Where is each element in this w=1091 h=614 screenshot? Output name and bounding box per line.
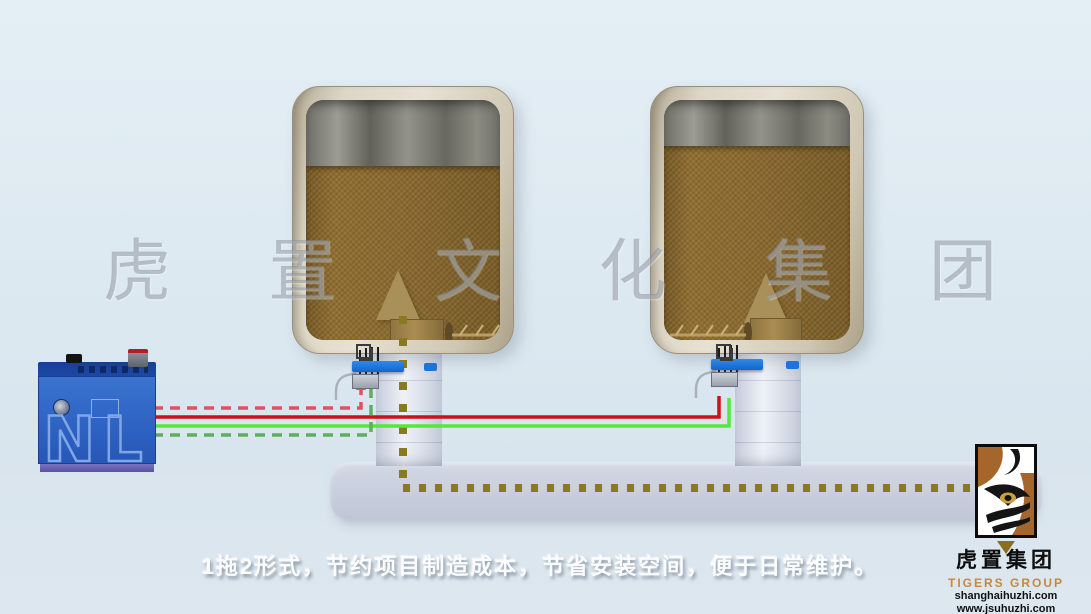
green-solid-line	[153, 398, 731, 428]
tank2-interior	[664, 100, 850, 340]
logo-pointer-icon	[997, 541, 1015, 554]
red-dashed-line	[153, 390, 363, 410]
logo-company-name-en: TIGERS GROUP	[948, 576, 1065, 590]
watermark-char: 团	[928, 233, 997, 312]
tank1-blue-valve-bar	[352, 361, 404, 372]
storage-tank-1	[292, 86, 514, 354]
tank1-headspace	[306, 100, 500, 166]
tank2-auger-icon	[670, 324, 746, 337]
tank1-outlet-sensor-icon	[356, 344, 371, 359]
floor-duct	[330, 462, 1042, 520]
logo-company-name-cn: 虎置集团	[956, 549, 1056, 572]
tank2-blue-valve-bar	[711, 359, 763, 370]
logo-domain-1: shanghaihuzhi.com	[954, 590, 1058, 602]
machine-vents	[78, 366, 148, 373]
watermark-char: 虎	[103, 233, 172, 312]
machine-gauge-icon	[53, 399, 70, 416]
tank2-proportioning-valve	[711, 372, 738, 387]
caption-text: 1拖2形式，节约项目制造成本，节省安装空间，便于日常维护。	[201, 554, 879, 579]
tank1-cone	[376, 270, 420, 320]
watermark-char: 化	[598, 233, 667, 312]
tank1-blue-stub	[424, 363, 437, 371]
machine-valve-icon	[128, 349, 148, 367]
logo-domain-2: www.jsuhuzhi.com	[956, 603, 1056, 614]
machine-base-strip	[40, 464, 154, 472]
nl-dryer-unit: NL	[38, 349, 156, 477]
tank2-headspace	[664, 100, 850, 146]
watermark-char: 文	[433, 233, 502, 312]
machine-body: NL	[38, 376, 156, 477]
tank1-auger-blade	[445, 322, 453, 340]
tank1-hook-tube-icon	[334, 372, 357, 400]
tank2-blue-stub	[786, 361, 799, 369]
watermark: 虎 置 文 化 集 团	[103, 234, 997, 312]
watermark-char: 置	[268, 233, 337, 312]
tank1-interior	[306, 100, 500, 340]
tank1-proportioning-valve	[352, 374, 379, 389]
tank2-outlet-sensor-icon	[716, 344, 731, 359]
watermark-char: 集	[763, 233, 832, 312]
machine-cap-icon	[66, 354, 82, 363]
green-dashed-line	[153, 389, 373, 437]
machine-panel	[91, 399, 119, 418]
storage-tank-2	[650, 86, 864, 354]
tiger-mask-icon	[975, 444, 1037, 538]
tank2-cone	[744, 273, 788, 323]
tank2-auger-blade	[744, 322, 752, 340]
tank1-auger-icon	[452, 324, 500, 337]
red-solid-line	[153, 396, 721, 419]
tigers-group-logo: 虎置集团 TIGERS GROUP shanghaihuzhi.com www.…	[948, 444, 1064, 614]
tank1-hopper-box	[390, 319, 444, 340]
